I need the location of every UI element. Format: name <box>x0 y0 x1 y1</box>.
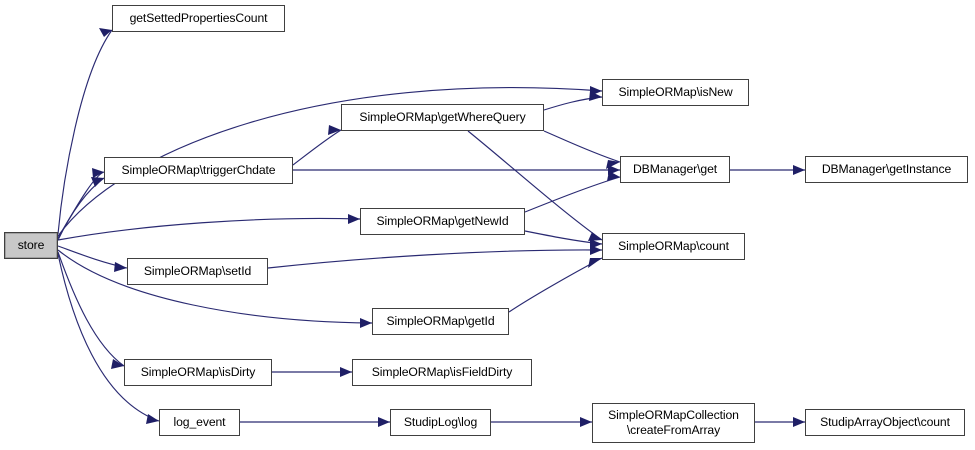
edge-setId-to-count <box>267 245 603 269</box>
arrowhead-icon <box>580 417 592 427</box>
graph-node-label: SimpleORMap\isFieldDirty <box>371 364 513 379</box>
graph-node-getId[interactable]: SimpleORMap\getId <box>372 308 509 335</box>
graph-node-isNew[interactable]: SimpleORMap\isNew <box>602 79 749 106</box>
graph-node-label: SimpleORMap\isNew <box>618 84 733 99</box>
edge-getId-to-count <box>508 257 603 313</box>
edge-isDirty-to-isFieldDirty <box>272 367 352 377</box>
edge-store-to-isDirty <box>57 251 125 369</box>
graph-node-label: SimpleORMap\triggerChdate <box>121 162 276 177</box>
arrowhead-icon <box>348 214 360 224</box>
graph-node-label: SimpleORMap\isDirty <box>140 364 256 379</box>
graph-node-isDirty[interactable]: SimpleORMap\isDirty <box>124 359 272 386</box>
arrowhead-icon <box>328 125 341 135</box>
graph-node-label: SimpleORMapCollection \createFromArray <box>608 408 739 437</box>
edge-log_event-to-studiplog <box>240 417 390 427</box>
edge-line <box>57 253 160 422</box>
graph-node-label: SimpleORMap\count <box>618 238 729 253</box>
edge-getNewId-to-dbget <box>524 171 621 213</box>
graph-node-label: DBManager\getInstance <box>821 161 952 176</box>
arrowhead-icon <box>793 417 805 427</box>
edge-triggerChdate-to-getWhereQuery <box>292 125 342 166</box>
edge-store-to-getSettedProperties <box>57 28 113 235</box>
edge-getWhereQuery-to-count <box>467 130 603 241</box>
graph-node-store[interactable]: store <box>4 232 58 259</box>
edge-createFromArray-to-arrayobjcount <box>755 417 805 427</box>
arrowhead-icon <box>588 232 602 241</box>
graph-node-getSettedProperties[interactable]: getSettedPropertiesCount <box>112 5 285 32</box>
graph-node-dbget[interactable]: DBManager\get <box>620 156 730 183</box>
graph-node-label: SimpleORMap\getNewId <box>376 213 509 228</box>
graph-node-label: SimpleORMap\getWhereQuery <box>359 109 526 124</box>
arrowhead-icon <box>99 28 112 37</box>
edge-line <box>267 249 603 269</box>
edge-line <box>57 177 105 241</box>
graph-node-setId[interactable]: SimpleORMap\setId <box>127 258 268 285</box>
edge-line <box>508 257 603 313</box>
graph-node-label: SimpleORMap\setId <box>143 263 252 278</box>
graph-node-label: SimpleORMap\getId <box>386 313 495 328</box>
arrowhead-icon <box>114 262 127 272</box>
edge-store-to-log_event <box>57 253 160 424</box>
graph-node-log_event[interactable]: log_event <box>159 409 240 436</box>
arrowhead-icon <box>340 367 352 377</box>
edge-studiplog-to-createFromArray <box>491 417 592 427</box>
arrowhead-icon <box>606 160 620 169</box>
arrowhead-icon <box>588 258 602 268</box>
graph-node-getNewId[interactable]: SimpleORMap\getNewId <box>360 208 525 235</box>
edge-triggerChdate-to-dbget <box>293 165 620 175</box>
graph-node-getWhereQuery[interactable]: SimpleORMap\getWhereQuery <box>341 104 544 131</box>
arrowhead-icon <box>92 168 104 178</box>
graph-node-studiplog[interactable]: StudipLog\log <box>390 409 491 436</box>
edge-store-to-getId <box>57 249 373 328</box>
arrowhead-icon <box>111 359 124 369</box>
arrowhead-icon <box>607 171 620 181</box>
edge-line <box>467 130 603 241</box>
edge-line <box>57 251 125 367</box>
graph-node-count[interactable]: SimpleORMap\count <box>602 233 745 260</box>
graph-node-dbgetinstance[interactable]: DBManager\getInstance <box>805 156 968 183</box>
graph-node-label: store <box>17 237 45 252</box>
edge-line <box>524 176 621 213</box>
edge-store-to-setId <box>57 245 128 272</box>
edge-store-to-getNewId <box>57 214 361 241</box>
arrowhead-icon <box>793 165 805 175</box>
arrowhead-icon <box>360 318 372 328</box>
graph-node-label: StudipLog\log <box>403 414 478 429</box>
arrowhead-icon <box>590 245 602 255</box>
graph-node-arrayobjcount[interactable]: StudipArrayObject\count <box>805 409 965 436</box>
edge-line <box>543 130 621 163</box>
arrowhead-icon <box>378 417 390 427</box>
edge-line <box>57 217 361 241</box>
arrowhead-icon <box>589 91 602 101</box>
edge-store-to-triggerChdate <box>57 177 105 241</box>
graph-node-label: StudipArrayObject\count <box>820 414 950 429</box>
edge-line <box>57 249 373 324</box>
edge-getWhereQuery-to-dbget <box>543 130 621 169</box>
graph-node-label: getSettedPropertiesCount <box>129 10 268 25</box>
edge-getWhereQuery-to-isNew <box>543 91 603 111</box>
edge-line <box>57 29 113 235</box>
graph-node-label: log_event <box>173 414 226 429</box>
edge-line <box>57 87 603 237</box>
graph-node-triggerChdate[interactable]: SimpleORMap\triggerChdate <box>104 157 293 184</box>
edge-line <box>292 129 342 166</box>
edge-dbget-to-dbgetinstance <box>730 165 805 175</box>
graph-node-createFromArray[interactable]: SimpleORMapCollection \createFromArray <box>592 403 755 443</box>
arrowhead-icon <box>91 177 104 187</box>
arrowhead-icon <box>146 414 159 424</box>
graph-node-label: DBManager\get <box>632 161 718 176</box>
graph-node-isFieldDirty[interactable]: SimpleORMap\isFieldDirty <box>352 359 532 386</box>
